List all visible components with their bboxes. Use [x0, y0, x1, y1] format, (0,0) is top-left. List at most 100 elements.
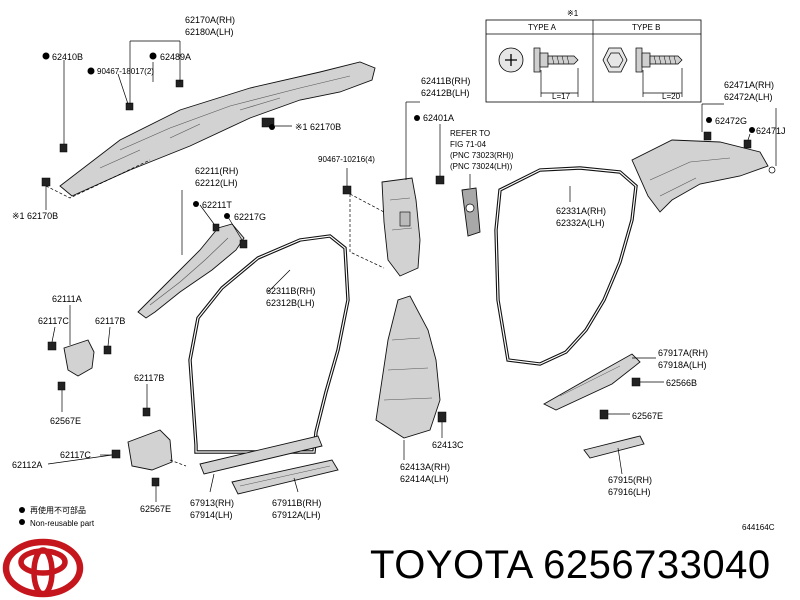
rear-door-sill-plate: [583, 435, 645, 475]
part-number-title: TOYOTA 6256733040: [370, 543, 771, 587]
center-pillar-upper-garnish: [342, 115, 445, 277]
clip-icon: [261, 117, 275, 128]
clip-icon: [437, 411, 447, 423]
non-reusable-dot-icon: [269, 124, 275, 130]
callout-62111A: 62111A: [52, 294, 82, 304]
callout-62117B-lower: 62117B: [134, 373, 164, 383]
callout-62472A: 62472A(LH): [724, 92, 773, 102]
callout-62401A: 62401A: [423, 113, 454, 123]
type-b-header: TYPE B: [632, 23, 660, 32]
clip-icon: [151, 477, 160, 487]
center-pillar-leaders: [346, 101, 441, 269]
callout-62414A: 62414A(LH): [400, 474, 449, 484]
callout-62471J: 62471J: [756, 126, 786, 136]
callout-62212: 62212(LH): [195, 178, 238, 188]
non-reusable-dot-icon: [42, 52, 50, 60]
cowl-side-trim-upper: [47, 339, 112, 391]
callout-67911B: 67911B(RH): [272, 498, 321, 508]
clip-icon: [212, 223, 220, 232]
callout-62413A: 62413A(RH): [400, 462, 450, 472]
callout-62411B: 62411B(RH): [421, 76, 470, 86]
cowl-lower-leaders: [47, 384, 157, 502]
callout-90467-10216: 90467-10216(4): [318, 155, 375, 164]
type-table: ※1 TYPE A TYPE B L=17: [485, 9, 702, 103]
cowl-side-leaders: [51, 305, 111, 412]
cowl-side-trim-lower: [111, 407, 187, 487]
roof-garnish-leaders: [45, 40, 292, 210]
callout-62117B-upper: 62117B: [95, 316, 125, 326]
type-b-length: L=20: [662, 92, 681, 101]
front-scuff-plate: [199, 435, 323, 475]
callout-62489A: 62489A: [160, 52, 191, 62]
clip-icon: [103, 345, 112, 355]
rear-scuff-plate: [543, 353, 664, 420]
callout-62170B-bottom: ※1 62170B: [12, 211, 58, 221]
callout-62211T: 62211T: [202, 200, 232, 210]
callout-67918A: 67918A(LH): [658, 360, 707, 370]
callout-62567E-right: 62567E: [632, 411, 663, 421]
non-reusable-dot-icon: [706, 117, 712, 123]
clip-icon: [435, 175, 445, 185]
non-reusable-dot-icon: [414, 115, 420, 121]
callout-62567E-left: 62567E: [50, 416, 81, 426]
clip-icon: [342, 185, 352, 195]
callout-67917A: 67917A(RH): [658, 348, 708, 358]
callout-67916: 67916(LH): [608, 487, 651, 497]
callout-62180A: 62180A(LH): [185, 27, 234, 37]
callout-62311B: 62311B(RH): [266, 286, 315, 296]
callout-67913: 67913(RH): [190, 498, 234, 508]
roof-side-garnish: [41, 52, 376, 197]
bolt-type-b-icon: [602, 47, 683, 97]
callout-62472G: 62472G: [715, 116, 747, 126]
callout-62471A: 62471A(RH): [724, 80, 774, 90]
diagram-code: 644164C: [742, 523, 775, 532]
toyota-logo: [2, 538, 84, 598]
clip-icon: [41, 177, 51, 187]
callout-67915: 67915(RH): [608, 475, 652, 485]
clip-icon: [631, 377, 641, 387]
callout-62332A: 62332A(LH): [556, 218, 605, 228]
callout-62211: 62211(RH): [195, 166, 238, 176]
clip-icon: [59, 143, 68, 153]
type-a-header: TYPE A: [528, 23, 557, 32]
callout-67912A: 67912A(LH): [272, 510, 321, 520]
clip-icon: [703, 131, 712, 141]
legend-non-reusable: Non-reusable part: [30, 519, 95, 528]
callout-62567E-lower: 62567E: [140, 504, 171, 514]
clip-icon: [175, 79, 184, 88]
type-a-length: L=17: [552, 92, 571, 101]
callout-67914: 67914(LH): [190, 510, 233, 520]
center-pillar-lower-garnish: [375, 295, 447, 460]
non-reusable-dot-icon: [749, 127, 755, 133]
quarter-pillar-garnish: [631, 117, 776, 213]
callout-62413C: 62413C: [432, 440, 464, 450]
front-pillar-garnish: [137, 223, 248, 319]
non-reusable-dot-icon: [149, 52, 157, 60]
callout-62112A: 62112A: [12, 460, 42, 470]
non-reusable-dot-icon: [19, 507, 25, 513]
clip-icon: [57, 381, 66, 391]
refer-line-3: (PNC 73023(RH)): [450, 151, 514, 160]
front-door-sill-plate: [231, 459, 339, 495]
callout-62566B: 62566B: [666, 378, 697, 388]
callout-62117C-lower: 62117C: [60, 450, 91, 460]
non-reusable-dot-icon: [87, 67, 95, 75]
legend-reusable-jp: 再使用不可部品: [30, 505, 86, 515]
clip-icon: [111, 449, 121, 459]
callout-62170A: 62170A(RH): [185, 15, 235, 25]
clip-icon: [125, 102, 134, 111]
callout-62412B: 62412B(LH): [421, 88, 470, 98]
callout-62331A: 62331A(RH): [556, 206, 606, 216]
rear-door-weatherstrip: [494, 166, 638, 366]
callout-62410B: 62410B: [52, 52, 83, 62]
quarter-leaders: [701, 103, 777, 166]
callout-62217G: 62217G: [234, 212, 266, 222]
refer-line-2: FIG 71-04: [450, 140, 487, 149]
callout-62117C-upper: 62117C: [38, 316, 69, 326]
clip-icon: [599, 409, 609, 420]
clip-icon: [47, 341, 57, 351]
clip-icon: [239, 239, 248, 249]
seatbelt-anchor: [461, 174, 481, 237]
clip-icon: [743, 139, 752, 149]
